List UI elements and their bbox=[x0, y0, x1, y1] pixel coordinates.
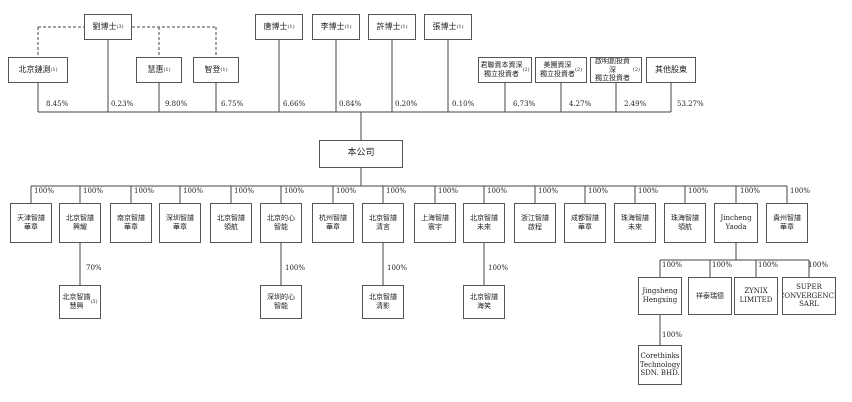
subsidiary-beijing-linghang: 北京智譜 領航 bbox=[210, 203, 252, 243]
subsidiary-hangzhou-huazhang: 杭州智譜 華章 bbox=[312, 203, 354, 243]
pct-label: 4.27% bbox=[569, 100, 592, 108]
shareholder-xu: 許博士(1) bbox=[368, 14, 416, 40]
pct-label: 100% bbox=[588, 187, 609, 195]
pct-label: 8.45% bbox=[46, 100, 69, 108]
subsidiary-chengdu-huazhang: 成都智譜 華章 bbox=[564, 203, 606, 243]
subsidiary-super-convergence: SUPER CONVERGENCE SARL bbox=[782, 277, 836, 315]
pct-label: 100% bbox=[386, 187, 407, 195]
pct-label: 100% bbox=[688, 187, 709, 195]
pct-label: 70% bbox=[86, 264, 102, 272]
pct-label: 0.10% bbox=[452, 100, 475, 108]
pct-label: 100% bbox=[488, 264, 509, 272]
subsidiary-guizhou-huazhang: 貴州智譜 華章 bbox=[766, 203, 808, 243]
subsidiary-zynix-limited: ZYNIX LIMITED bbox=[734, 277, 778, 315]
pct-label: 100% bbox=[538, 187, 559, 195]
pct-label: 0.84% bbox=[339, 100, 362, 108]
shareholder-others: 其他股東 bbox=[646, 57, 696, 83]
subsidiary-nanjing-huazhang: 南京智譜 華章 bbox=[110, 203, 152, 243]
shareholder-zhideng: 智登(1) bbox=[193, 57, 239, 83]
shareholder-qiming-investor: 啟明創投資深 獨立投資者(2) bbox=[590, 57, 642, 83]
shareholder-huihui: 慧惠(1) bbox=[136, 57, 182, 83]
pct-label: 100% bbox=[336, 187, 357, 195]
shareholder-meituan-investor: 美團資深 獨立投資者(2) bbox=[535, 57, 587, 83]
shareholder-zhang: 張博士(1) bbox=[424, 14, 472, 40]
pct-label: 100% bbox=[134, 187, 155, 195]
pct-label: 0.20% bbox=[395, 100, 418, 108]
pct-label: 2.49% bbox=[624, 100, 647, 108]
subsidiary-beijing-huixing: 北京智譜 慧興(5) bbox=[59, 285, 101, 319]
subsidiary-shenzhen-huazhang: 深圳智譜 華章 bbox=[159, 203, 201, 243]
pct-label: 100% bbox=[487, 187, 508, 195]
subsidiary-tianjin-huazhang: 天津智譜 華章 bbox=[10, 203, 52, 243]
subsidiary-beijing-weilai: 北京智譜 未來 bbox=[463, 203, 505, 243]
subsidiary-shanghai-huanyu: 上海智譜 寰宇 bbox=[414, 203, 456, 243]
shareholder-junlian-investor: 君聯資本資深 獨立投資者(2) bbox=[478, 57, 532, 83]
pct-label: 9.80% bbox=[165, 100, 188, 108]
subsidiary-beijing-qingying: 北京智譜 清影 bbox=[362, 285, 404, 319]
pct-label: 100% bbox=[808, 261, 829, 269]
pct-label: 100% bbox=[234, 187, 255, 195]
shareholder-tang: 唐博士(1) bbox=[255, 14, 303, 40]
company-box: 本公司 bbox=[319, 140, 403, 168]
pct-label: 100% bbox=[790, 187, 811, 195]
subsidiary-zhuhai-linghang: 珠海智譜 領航 bbox=[664, 203, 706, 243]
subsidiary-zhuhai-weilai: 珠海智譜 未來 bbox=[614, 203, 656, 243]
subsidiary-jingsheng-hengxing: Jingsheng Hengxing bbox=[638, 277, 682, 315]
pct-label: 100% bbox=[758, 261, 779, 269]
subsidiary-beijing-haixiao: 北京智譜 海笑 bbox=[463, 285, 505, 319]
pct-label: 0.23% bbox=[111, 100, 134, 108]
pct-label: 100% bbox=[662, 331, 683, 339]
pct-label: 6.75% bbox=[221, 100, 244, 108]
subsidiary-xiangtai-ruide: 祥泰瑞德 bbox=[688, 277, 732, 315]
subsidiary-zhejiang-qicheng: 浙江智譜 啟程 bbox=[514, 203, 556, 243]
pct-label: 100% bbox=[712, 261, 733, 269]
pct-label: 100% bbox=[183, 187, 204, 195]
pct-label: 100% bbox=[34, 187, 55, 195]
shareholder-li: 李博士(1) bbox=[312, 14, 360, 40]
pct-label: 6.66% bbox=[283, 100, 306, 108]
pct-label: 100% bbox=[662, 261, 683, 269]
shareholder-liu: 劉博士(3) bbox=[84, 14, 132, 40]
pct-label: 100% bbox=[387, 264, 408, 272]
pct-label: 100% bbox=[438, 187, 459, 195]
subsidiary-beijing-qingyan: 北京智譜 清言 bbox=[362, 203, 404, 243]
pct-label: 100% bbox=[740, 187, 761, 195]
pct-label: 100% bbox=[83, 187, 104, 195]
subsidiary-beijing-xingyao: 北京智譜 興耀 bbox=[59, 203, 101, 243]
pct-label: 53.27% bbox=[677, 100, 704, 108]
subsidiary-beijing-dexin: 北京的心 智能 bbox=[260, 203, 302, 243]
subsidiary-shenzhen-dexin: 深圳的心 智能 bbox=[260, 285, 302, 319]
pct-label: 100% bbox=[284, 187, 305, 195]
pct-label: 100% bbox=[638, 187, 659, 195]
pct-label: 100% bbox=[285, 264, 306, 272]
pct-label: 6.73% bbox=[513, 100, 536, 108]
subsidiary-corethinks-technology: Corethinks Technology SDN. BHD. bbox=[638, 345, 682, 385]
shareholder-beijing-lianc: 北京鏈測(1) bbox=[8, 57, 68, 83]
subsidiary-jincheng-yaoda: Jincheng Yaoda bbox=[714, 203, 758, 243]
